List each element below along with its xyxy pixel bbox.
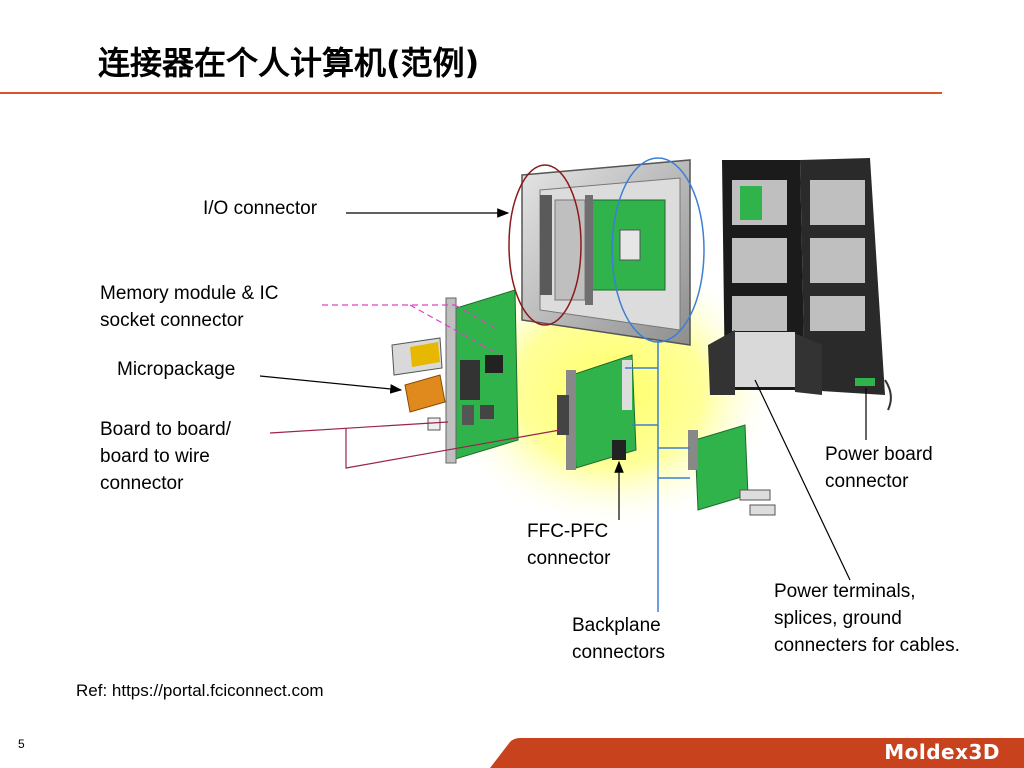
slide-title: 连接器在个人计算机(范例) bbox=[98, 44, 480, 82]
micropackage-arrow bbox=[259, 375, 403, 394]
board-to-board-label: Board to board/ board to wire connector bbox=[100, 419, 231, 494]
power-board-label: Power board connector bbox=[825, 444, 933, 492]
memory-module-leaders bbox=[322, 304, 501, 356]
memory-module-label: Memory module & IC socket connector bbox=[100, 283, 279, 331]
reference-text: Ref: https://portal.fciconnect.com bbox=[76, 681, 324, 700]
small-board-illustration bbox=[688, 424, 776, 516]
mainboard-illustration bbox=[445, 289, 519, 464]
ffc-board-illustration bbox=[557, 354, 637, 470]
micropackage-label: Micropackage bbox=[117, 359, 236, 380]
page-number: 5 bbox=[18, 737, 25, 751]
footer-band bbox=[490, 738, 1024, 768]
memory-parts-illustration bbox=[391, 337, 446, 431]
brand-logo: Moldex3D bbox=[884, 740, 1000, 764]
power-terminals-label: Power terminals, splices, ground connect… bbox=[774, 581, 960, 656]
power-terminals-leader bbox=[754, 379, 851, 581]
io-highlight-circle bbox=[508, 164, 582, 326]
board-to-board-leaders bbox=[269, 421, 561, 469]
chassis-illustration bbox=[521, 159, 691, 346]
io-connector-label: I/O connector bbox=[203, 198, 318, 219]
ffc-pfc-label: FFC-PFC connector bbox=[527, 521, 611, 569]
title-divider bbox=[0, 92, 942, 94]
backplane-leaders bbox=[625, 340, 690, 612]
rack-illustration bbox=[708, 158, 892, 411]
backplane-label: Backplane connectors bbox=[572, 615, 665, 663]
